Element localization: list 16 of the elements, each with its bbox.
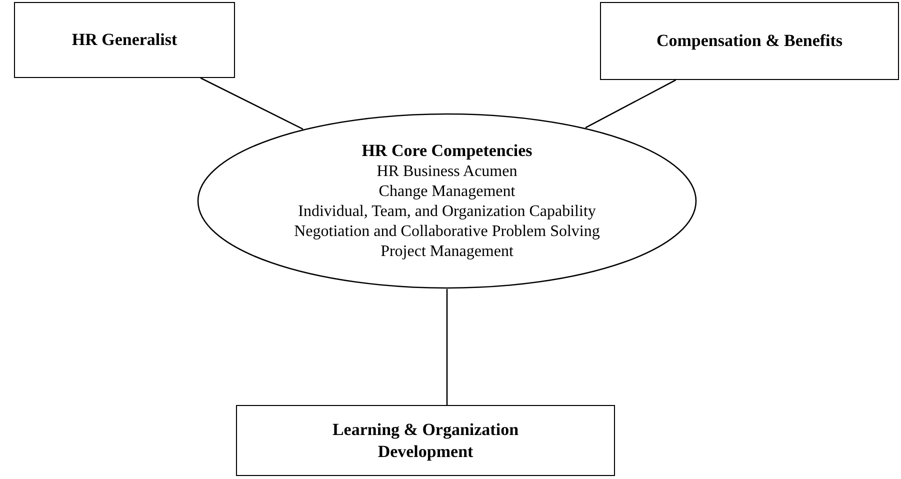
competency-text: Change Management xyxy=(378,182,516,202)
node-title: HR Generalist xyxy=(72,29,178,51)
node-title: Compensation & Benefits xyxy=(656,30,843,52)
role-box xyxy=(236,405,615,476)
node-title: Learning & Organization Development xyxy=(331,419,520,462)
competency-text: Individual, Team, and Organization Capability xyxy=(298,202,596,222)
competency-ellipse xyxy=(197,113,697,289)
role-box xyxy=(600,2,899,80)
connector-line xyxy=(200,77,304,130)
node-title: HR Core Competencies xyxy=(362,140,532,162)
role-box xyxy=(14,2,235,78)
competency-text: Project Management xyxy=(380,242,514,262)
competency-text: Negotiation and Collaborative Problem Solving xyxy=(294,222,600,242)
connector-line xyxy=(446,289,448,405)
competency-text: HR Business Acumen xyxy=(376,162,518,182)
connector-line xyxy=(585,79,676,128)
